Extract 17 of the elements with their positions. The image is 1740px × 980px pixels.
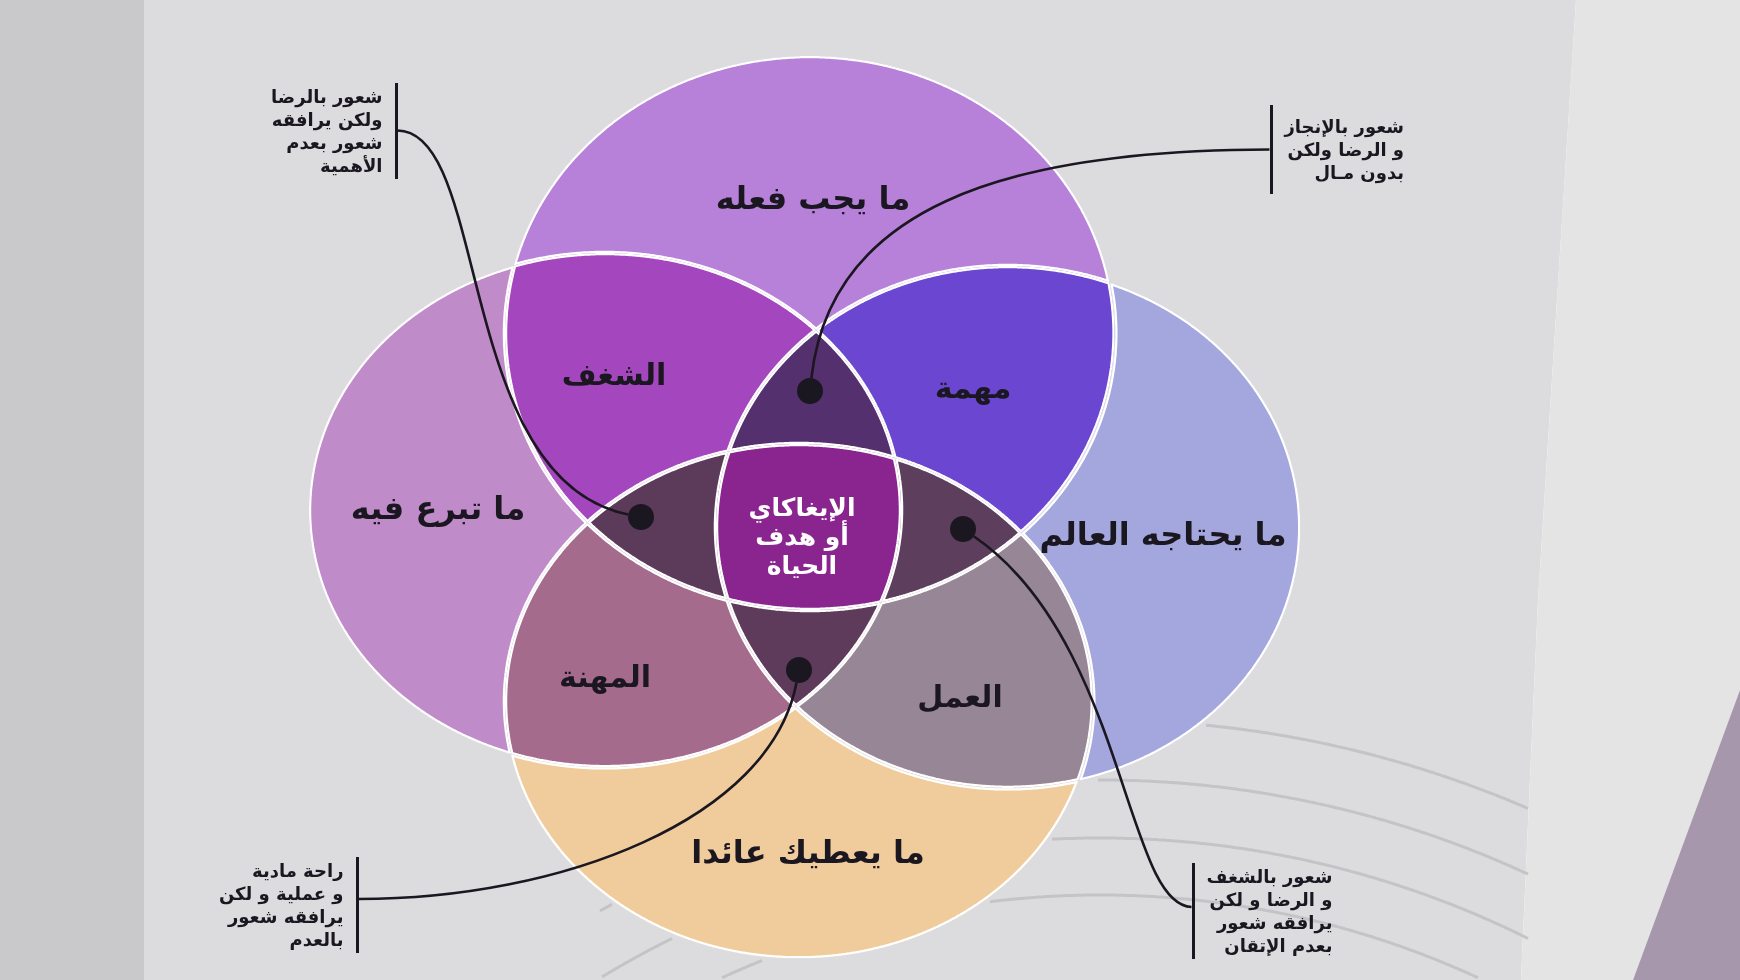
callout-note: شعور بالشغف و الرضا و لكن يرافقه شعور بعدم الإتقان	[1191, 863, 1333, 959]
callout-note: شعور بالرضا ولكن يرافقه شعور بعدم الأهمية	[271, 83, 398, 179]
circle-label: ما يجب فعله	[715, 179, 911, 217]
region-label: الشغف	[561, 357, 667, 393]
leader-line	[358, 682, 798, 901]
region-label: مهمة	[934, 370, 1012, 406]
region-label: العمل	[917, 679, 1003, 715]
leader-line	[397, 129, 629, 516]
leader-line	[972, 535, 1192, 909]
circle-label: ما يحتاجه العالم	[1039, 515, 1287, 553]
callout-note: شعور بالإنجاز و الرضا ولكن بدون مـال	[1269, 105, 1405, 194]
center-label: الإيغاكاي أو هدف الحياة	[748, 492, 856, 580]
circle-label: ما يعطيك عائدا	[691, 833, 925, 871]
circle-label: ما تبرع فيه	[350, 489, 526, 527]
leader-line	[810, 148, 1270, 379]
callout-note: راحة مادية و عملية و لكن يرافقه شعور بالعدم	[218, 857, 359, 953]
region-label: المهنة	[559, 659, 651, 695]
